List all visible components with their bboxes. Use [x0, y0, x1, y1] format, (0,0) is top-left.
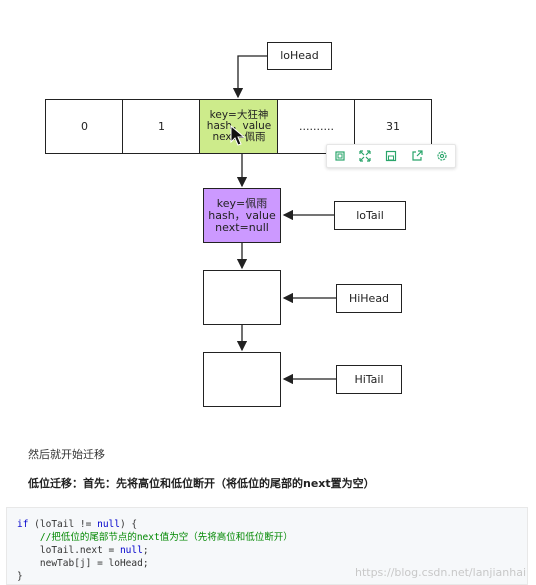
share-icon[interactable] [409, 148, 425, 164]
array-cell-label: 0 [81, 120, 88, 133]
node2-key: key=佩雨 [216, 196, 268, 210]
array-cell-0: 0 [45, 99, 124, 154]
expand-icon[interactable] [357, 148, 373, 164]
diagram-connectors [232, 55, 336, 385]
code-text: newTab[j] = loHead; [17, 558, 149, 569]
code-null: null [119, 545, 143, 556]
watermark: https://blog.csdn.net/lanjianhai [354, 566, 526, 579]
array-cell-ellipsis: .......... [277, 99, 356, 154]
code-keyword-if: if [17, 519, 29, 530]
diagram-toolbar [326, 144, 456, 168]
node2-box: key=佩雨 hash，value next=null [203, 188, 281, 243]
lohead-box: loHead [267, 42, 332, 70]
hitail-label: HiTail [354, 372, 384, 386]
array-cell-label: .......... [299, 120, 334, 133]
code-text: ; [142, 545, 149, 556]
code-text: ) { [119, 519, 138, 530]
code-text: } [17, 571, 23, 582]
empty-node-box-2 [203, 352, 281, 407]
empty-node-box-1 [203, 270, 281, 325]
lohead-label: loHead [280, 49, 319, 62]
hihead-label: HiHead [348, 291, 390, 305]
lohead-arrow [232, 55, 267, 99]
array-cell-label: 1 [158, 120, 165, 133]
node1-key: key=大狂神 [209, 109, 269, 121]
node2-hash: hash，value [208, 208, 276, 222]
lotail-label: loTail [356, 208, 384, 222]
copy-icon[interactable] [332, 148, 348, 164]
node2-next: next=null [215, 220, 269, 234]
settings-icon[interactable] [434, 148, 450, 164]
lotail-box: loTail [334, 201, 406, 230]
array-cell-label: 31 [386, 120, 400, 133]
code-comment: //把低位的尾部节点的next值为空（先将高位和低位断开） [39, 532, 293, 543]
body-text-low-migration: 低位迁移：首先：先将高位和低位断开（将低位的尾部的next置为空） [28, 477, 375, 490]
body-text-start-migration: 然后就开始迁移 [28, 448, 105, 461]
mouse-cursor-icon [230, 125, 246, 146]
node1-hash: hash，value [206, 120, 272, 132]
hitail-box: HiTail [336, 365, 402, 394]
code-block: if (loTail != null) { //把低位的尾部节点的next值为空… [6, 507, 528, 585]
array-cell-1: 1 [122, 99, 201, 154]
save-icon[interactable] [383, 148, 399, 164]
code-text: (loTail != [28, 519, 98, 530]
code-null: null [97, 519, 120, 530]
hihead-box: HiHead [336, 284, 402, 313]
code-text: loTail.next = [17, 545, 120, 556]
